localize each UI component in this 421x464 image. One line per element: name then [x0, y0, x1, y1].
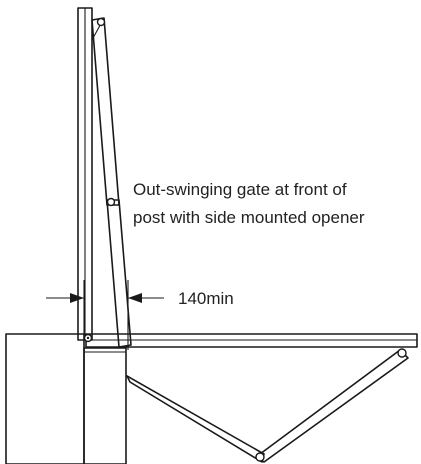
- open-gate-opener-arm: [91, 17, 132, 348]
- dimension-140min: 140min: [46, 280, 234, 350]
- closed-gate-leaf: [85, 333, 418, 348]
- dimension-label: 140min: [178, 289, 234, 308]
- opener-housing: [83, 347, 127, 464]
- diagram-annotation: Out-swinging gate at front of post with …: [133, 180, 365, 227]
- annotation-line-2: post with side mounted opener: [133, 208, 365, 227]
- open-arm-elbow-pivot: [106, 197, 116, 207]
- closed-arm-elbow-pivot: [255, 452, 265, 462]
- open-gate-leaf: [77, 7, 93, 341]
- closed-arm-gate-pivot: [397, 348, 407, 358]
- annotation-line-1: Out-swinging gate at front of: [133, 180, 347, 199]
- open-arm-top-pivot: [96, 17, 106, 27]
- closed-gate-opener-arm: [126, 348, 409, 463]
- gate-post: [5, 333, 85, 464]
